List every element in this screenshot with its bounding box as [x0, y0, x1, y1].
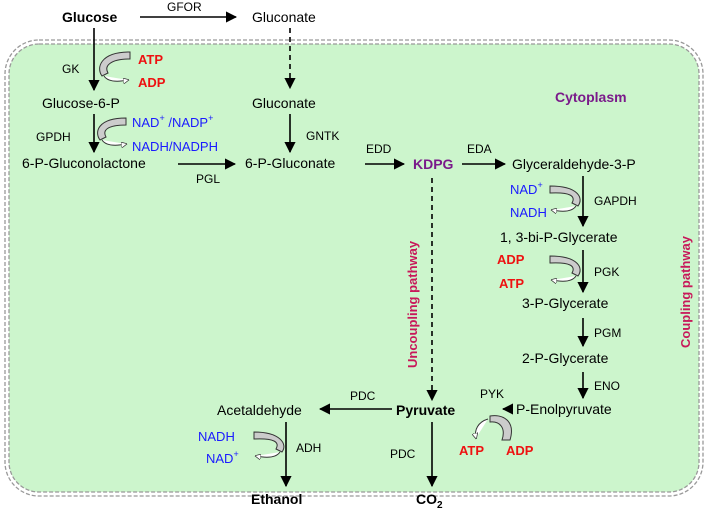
cytoplasm-label: Cytoplasm	[555, 89, 627, 105]
cofactor-pgk-adp: ADP	[497, 252, 525, 267]
enzyme-pgm: PGM	[594, 326, 621, 340]
pathway-coupling-label: Coupling pathway	[678, 235, 693, 348]
cofactor-pyk-atp: ATP	[459, 443, 484, 458]
enzyme-adh: ADH	[296, 441, 321, 455]
metabolite-glyceraldehyde-3-p: Glyceraldehyde-3-P	[512, 156, 636, 172]
cofactor-curl-adh	[253, 431, 285, 453]
metabolite-6-p-gluconate: 6-P-Gluconate	[245, 155, 335, 171]
enzyme-gfor: GFOR	[167, 0, 202, 14]
cofactor-gapdh-nadh: NADH	[510, 205, 547, 220]
metabolite-co2: CO2	[416, 491, 443, 511]
cofactor-curl-pgk	[549, 255, 581, 277]
cofactor-gapdh-nad: NAD+	[510, 180, 543, 197]
cofactor-curl-pyk	[489, 415, 512, 441]
cofactor-adh-nadh: NADH	[198, 429, 235, 444]
cofactor-gpdh-nadh: NADH/NADPH	[132, 139, 218, 154]
cofactor-adh-nad: NAD+	[206, 449, 239, 466]
cofactor-curl-pyk-out	[476, 418, 489, 438]
enzyme-gntk: GNTK	[306, 129, 339, 143]
enzyme-edd: EDD	[366, 142, 392, 156]
metabolite-ethanol: Ethanol	[251, 491, 302, 507]
cytoplasm-membrane-outer	[4, 39, 704, 497]
cofactor-curl-gapdh-out	[552, 205, 577, 211]
enzyme-pyk: PYK	[480, 387, 504, 401]
enzyme-pgl: PGL	[196, 172, 220, 186]
cofactor-pgk-atp: ATP	[499, 276, 524, 291]
metabolite-pyruvate: Pyruvate	[396, 402, 455, 418]
enzyme-eda: EDA	[467, 142, 492, 156]
cofactor-pyk-adp: ADP	[506, 443, 534, 458]
enzyme-pgk: PGK	[594, 265, 619, 279]
metabolite-glucose: Glucose	[62, 9, 117, 25]
enzyme-pdc-acetaldehyde: PDC	[350, 389, 376, 403]
cofactor-gpdh-nad: NAD+ /NADP+	[132, 113, 213, 130]
cofactor-curl-gk	[99, 51, 131, 77]
metabolite-gluconate-inside: Gluconate	[252, 95, 316, 111]
enzyme-gapdh: GAPDH	[594, 194, 637, 208]
cytoplasm-region	[8, 43, 700, 493]
metabolite-kdpg: KDPG	[413, 156, 454, 172]
metabolite-6-p-gluconolactone: 6-P-Gluconolactone	[22, 155, 146, 171]
cofactor-gk-adp: ADP	[138, 75, 166, 90]
metabolite-3-p-glycerate: 3-P-Glycerate	[522, 295, 609, 311]
cofactor-curl-gk-out	[103, 75, 128, 81]
enzyme-eno: ENO	[594, 379, 620, 393]
enzyme-gpdh: GPDH	[36, 130, 71, 144]
cofactor-curl-pgk-out	[552, 275, 577, 281]
metabolite-1-3-bi-p-glycerate: 1, 3-bi-P-Glycerate	[500, 229, 618, 245]
pathway-uncoupling-label: Uncoupling pathway	[405, 240, 420, 368]
enzyme-pdc-co2: PDC	[390, 447, 416, 461]
enzyme-gk: GK	[62, 62, 79, 76]
cofactor-curl-gpdh	[97, 117, 127, 141]
metabolite-gluconate-outside: Gluconate	[252, 9, 316, 25]
cofactor-curl-gpdh-out	[101, 139, 126, 145]
metabolite-p-enolpyruvate: P-Enolpyruvate	[516, 401, 612, 417]
metabolite-2-p-glycerate: 2-P-Glycerate	[522, 350, 609, 366]
cofactor-curl-gapdh	[549, 185, 581, 207]
metabolite-glucose-6-p: Glucose-6-P	[42, 95, 120, 111]
cofactor-curl-adh-out	[256, 451, 281, 457]
cofactor-gk-atp: ATP	[138, 52, 163, 67]
metabolite-acetaldehyde: Acetaldehyde	[217, 402, 302, 418]
